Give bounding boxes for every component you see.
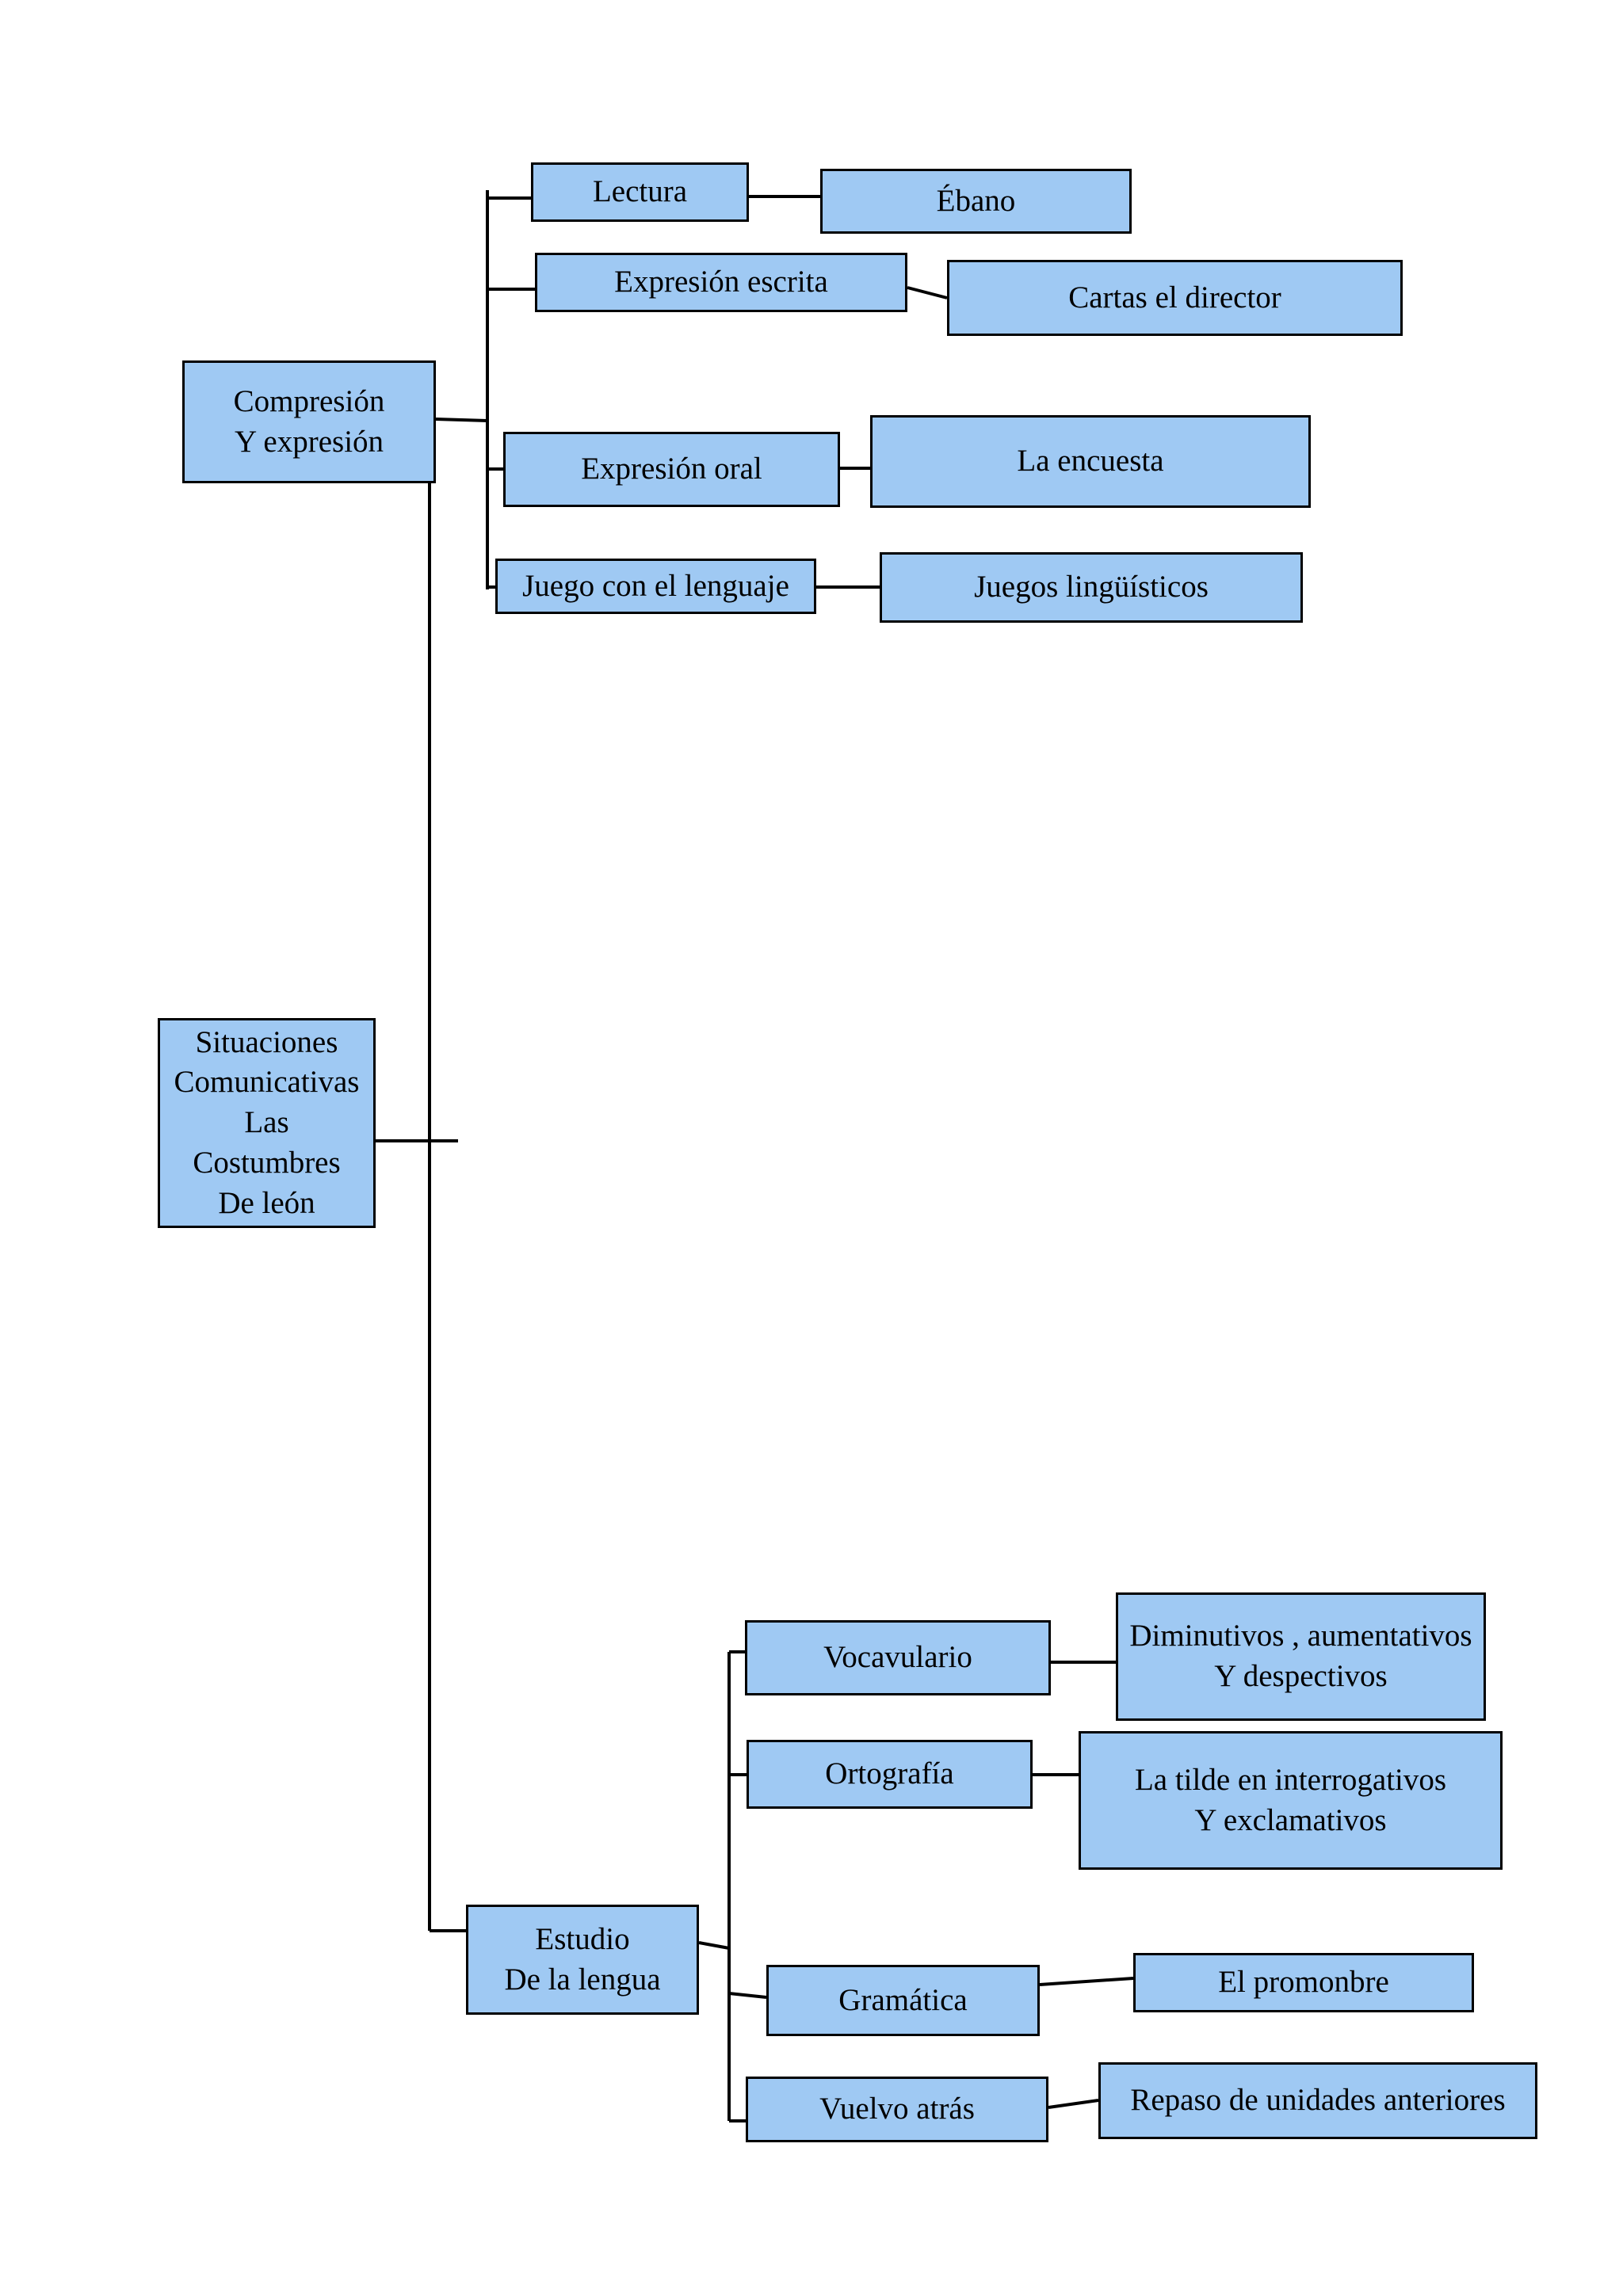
- connector-expresion-escrita-cartas: [907, 286, 948, 299]
- node-juegos-linguisticos: Juegos lingüísticos: [880, 552, 1303, 623]
- node-la-tilde-interrogativos: La tilde en interrogativos Y exclamativo…: [1079, 1731, 1503, 1870]
- connector-trunk-gramatica: [728, 1992, 767, 1999]
- node-compresion-y-expresion: Compresión Y expresión: [182, 360, 436, 483]
- node-ortografia: Ortografía: [747, 1740, 1033, 1809]
- node-lectura: Lectura: [531, 162, 749, 222]
- node-repaso-unidades-anteriores: Repaso de unidades anteriores: [1098, 2062, 1537, 2139]
- node-estudio-de-la-lengua: Estudio De la lengua: [466, 1905, 699, 2015]
- node-ebano: Ébano: [820, 169, 1132, 234]
- node-cartas-el-director: Cartas el director: [947, 260, 1403, 336]
- node-vuelvo-atras: Vuelvo atrás: [746, 2077, 1048, 2142]
- connector-gramatica-pronombre: [1039, 1977, 1134, 1986]
- node-gramatica: Gramática: [766, 1965, 1040, 2036]
- connector-vuelvo-repaso: [1048, 2099, 1099, 2109]
- node-diminutivos-aumentativos: Diminutivos , aumentativos Y despectivos: [1116, 1592, 1486, 1721]
- node-vocavulario: Vocavulario: [745, 1620, 1051, 1695]
- node-expresion-escrita: Expresión escrita: [535, 253, 907, 312]
- node-expresion-oral: Expresión oral: [503, 432, 840, 507]
- node-la-encuesta: La encuesta: [870, 415, 1311, 508]
- node-juego-con-el-lenguaje: Juego con el lenguaje: [495, 559, 816, 614]
- connector-compresion-trunk: [435, 418, 488, 422]
- node-situaciones-comunicativas: Situaciones Comunicativas Las Costumbres…: [158, 1018, 376, 1228]
- node-el-promonbre: El promonbre: [1133, 1953, 1474, 2012]
- connector-estudio-trunk: [698, 1941, 730, 1950]
